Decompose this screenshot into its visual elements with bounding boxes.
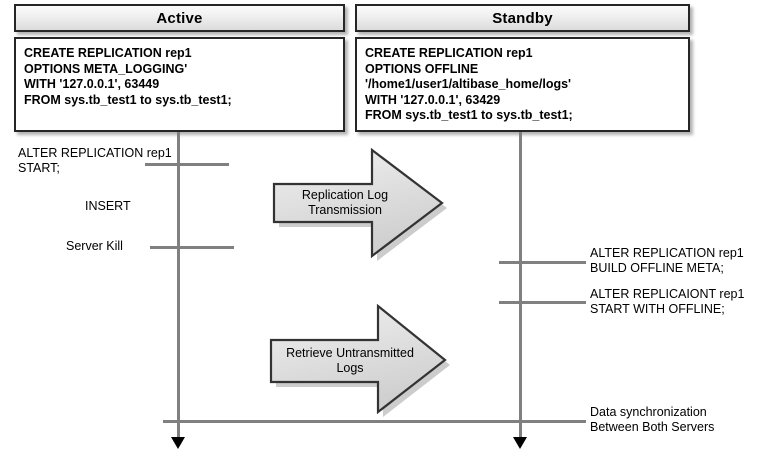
- lifeline-active-arrowhead: [171, 437, 185, 449]
- tick-start-with-offline: [499, 301, 586, 304]
- tick-server-kill: [150, 246, 234, 249]
- tick-alter-replication-start: [145, 163, 229, 166]
- label-data-synchronization: Data synchronization Between Both Server…: [590, 405, 715, 434]
- block-arrow-shape: [272, 147, 447, 261]
- standby-code-line-3: '/home1/user1/altibase_home/logs': [365, 77, 572, 91]
- block-arrow-replication-log-transmission-label: Replication Log Transmission: [301, 188, 389, 217]
- standby-code-line-5: FROM sys.tb_test1 to sys.tb_test1;: [365, 108, 573, 122]
- label-alter-replication-start: ALTER REPLICATION rep1 START;: [18, 146, 172, 175]
- standby-code-line-2: OPTIONS OFFLINE: [365, 61, 479, 76]
- active-code-line-2: OPTIONS META_LOGGING': [24, 61, 188, 76]
- active-code-line-4: FROM sys.tb_test1 to sys.tb_test1;: [24, 92, 232, 107]
- tick-build-offline-meta: [499, 261, 586, 264]
- tick-data-synchronization: [163, 420, 586, 423]
- node-active: Active CREATE REPLICATION rep1 OPTIONS M…: [14, 4, 345, 132]
- label-insert: INSERT: [85, 199, 131, 213]
- block-arrow-shape-2: [269, 303, 450, 417]
- block-arrow-retrieve-untransmitted-logs: Retrieve Untransmitted Logs: [265, 300, 465, 417]
- node-active-body: CREATE REPLICATION rep1 OPTIONS META_LOG…: [14, 37, 345, 132]
- label-server-kill: Server Kill: [66, 239, 123, 253]
- label-start-with-offline: ALTER REPLICAIONT rep1 START WITH OFFLIN…: [590, 287, 745, 316]
- block-arrow-retrieve-untransmitted-logs-label: Retrieve Untransmitted Logs: [286, 346, 414, 375]
- label-build-offline-meta: ALTER REPLICATION rep1 BUILD OFFLINE MET…: [590, 246, 744, 275]
- standby-code-line-4: WITH '127.0.0.1', 63429: [365, 92, 501, 107]
- lifeline-active: [177, 132, 180, 442]
- standby-code-line-1: CREATE REPLICATION rep1: [365, 46, 533, 60]
- block-arrow-replication-log-transmission: Replication Log Transmission: [268, 144, 458, 261]
- lifeline-standby-arrowhead: [513, 437, 527, 449]
- lifeline-standby: [519, 132, 522, 442]
- active-code-line-3: WITH '127.0.0.1', 63449: [24, 77, 160, 91]
- node-standby-title: Standby: [492, 9, 553, 27]
- node-active-title-bar: Active: [14, 4, 345, 32]
- node-active-title: Active: [156, 9, 203, 27]
- node-standby: Standby CREATE REPLICATION rep1 OPTIONS …: [355, 4, 690, 132]
- node-standby-body: CREATE REPLICATION rep1 OPTIONS OFFLINE …: [355, 37, 690, 132]
- node-standby-title-bar: Standby: [355, 4, 690, 32]
- active-code-line-1: CREATE REPLICATION rep1: [24, 46, 192, 60]
